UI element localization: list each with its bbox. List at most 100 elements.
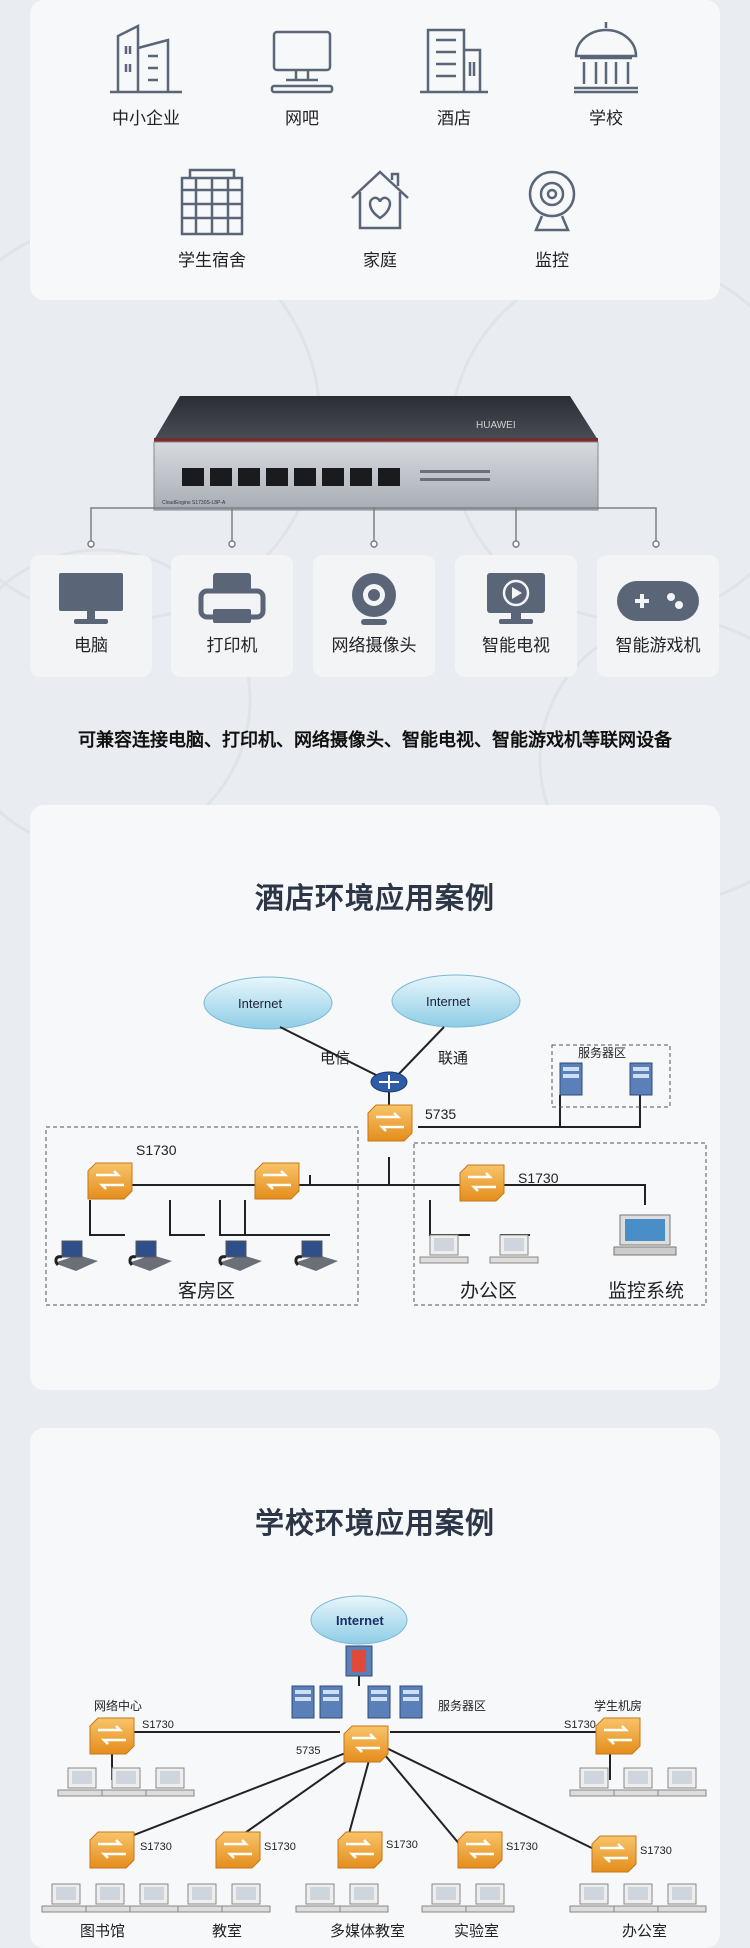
branch-classroom: S1730 教室 xyxy=(177,1830,296,1940)
switch-product-image: HUAWEI CloudEngine S1730S-L8P-A xyxy=(153,396,599,511)
branch-label: 多媒体教室 xyxy=(330,1923,405,1940)
branch-office: S1730 办公室 xyxy=(569,1834,707,1940)
access-switch-icon xyxy=(88,1830,136,1870)
pc-icon xyxy=(221,1883,271,1913)
internet-cloud: Internet xyxy=(310,1595,408,1645)
internet-cloud-2: Internet xyxy=(391,974,521,1028)
pc-icon xyxy=(57,1767,107,1797)
branch-multimedia: S1730 多媒体教室 xyxy=(295,1830,418,1940)
school-network-diagram: Internet 服务器区 5735 网络中心 S1730 学生机房 S1730… xyxy=(41,1595,707,1940)
school-icon xyxy=(574,22,638,94)
scenario-netcafe: 网吧 xyxy=(242,18,362,129)
access-switch-label: S1730 xyxy=(564,1719,596,1731)
hotel-case-title: 酒店环境应用案例 xyxy=(254,883,495,915)
pc-icon xyxy=(145,1767,195,1797)
server-icon xyxy=(291,1685,315,1719)
access-switch-label: S1730 xyxy=(518,1170,559,1186)
hotel-phone-icon xyxy=(216,1239,264,1273)
device-label: 打印机 xyxy=(206,636,258,655)
device-computer: 电脑 xyxy=(30,555,152,677)
printer-icon xyxy=(198,573,266,623)
core-switch-label: 5735 xyxy=(296,1745,320,1757)
office-building-icon xyxy=(110,23,182,94)
server-area-label: 服务器区 xyxy=(438,1698,486,1713)
internet-cloud-1: Internet xyxy=(203,976,333,1030)
school-case-card: 学校环境应用案例 Internet 服务器区 5735 网络中心 S1730 xyxy=(30,1428,720,1948)
device-label: 智能游戏机 xyxy=(615,636,701,655)
pc-icon xyxy=(613,1767,663,1797)
cloud-label: Internet xyxy=(426,994,470,1009)
scenario-school: 学校 xyxy=(546,18,666,129)
pc-icon xyxy=(465,1883,515,1913)
access-switch-icon xyxy=(88,1716,136,1756)
scenario-label: 家庭 xyxy=(363,251,397,270)
access-switch-icon xyxy=(86,1161,134,1201)
server-icon xyxy=(559,1062,583,1096)
device-label: 电脑 xyxy=(74,636,108,655)
isp-label-1: 电信 xyxy=(320,1050,350,1067)
cloud-label: Internet xyxy=(336,1613,384,1628)
hotel-icon xyxy=(420,28,488,94)
device-webcam: 网络摄像头 xyxy=(313,555,435,677)
router-icon xyxy=(370,1071,408,1093)
pc-icon xyxy=(613,1883,663,1913)
hotel-phone-icon xyxy=(292,1239,340,1273)
access-switch-label: S1730 xyxy=(386,1839,418,1851)
scenario-card: 中小企业 网吧 酒店 学校 xyxy=(30,0,720,300)
branch-label: 教室 xyxy=(212,1923,242,1940)
access-switch-label: S1730 xyxy=(640,1845,672,1857)
scenario-home: 家庭 xyxy=(320,160,440,271)
access-switch-icon xyxy=(590,1834,638,1874)
hotel-case-card: 酒店环境应用案例 xyxy=(30,805,720,1390)
hotel-network-diagram: Internet Internet 电信 联通 服务器区 xyxy=(45,974,707,1306)
device-label: 智能电视 xyxy=(482,636,550,655)
cloud-label: Internet xyxy=(238,996,282,1011)
device-connector-lines xyxy=(87,507,660,548)
server-icon xyxy=(367,1685,391,1719)
scenario-label: 网吧 xyxy=(285,109,319,128)
office-area-label: 办公区 xyxy=(460,1280,517,1302)
compatibility-text: 可兼容连接电脑、打印机、网络摄像头、智能电视、智能游戏机等联网设备 xyxy=(78,730,672,750)
pc-icon xyxy=(85,1883,135,1913)
pc-icon xyxy=(101,1767,151,1797)
isp-label-2: 联通 xyxy=(438,1050,468,1067)
device-label: 网络摄像头 xyxy=(331,636,417,655)
access-switch-label: S1730 xyxy=(506,1841,538,1853)
pc-icon xyxy=(657,1883,707,1913)
device-smart-tv: 智能电视 xyxy=(455,555,577,677)
scenario-hotel: 酒店 xyxy=(394,18,514,129)
access-switch-icon xyxy=(336,1830,384,1870)
branch-label: 实验室 xyxy=(454,1923,499,1940)
access-switch-icon xyxy=(214,1830,262,1870)
access-switch-icon xyxy=(456,1830,504,1870)
school-case-title: 学校环境应用案例 xyxy=(254,1508,495,1540)
pc-icon xyxy=(569,1883,619,1913)
product-brand-text: HUAWEI xyxy=(476,420,516,431)
branch-library: S1730 图书馆 xyxy=(41,1830,179,1940)
server-icon xyxy=(319,1685,343,1719)
branch-lab: S1730 实验室 xyxy=(421,1830,538,1940)
core-switch-icon xyxy=(342,1724,390,1764)
access-switch-icon xyxy=(594,1716,642,1756)
access-switch-label: S1730 xyxy=(140,1841,172,1853)
scenario-surveillance: 监控 xyxy=(492,160,612,271)
office-pc-icon xyxy=(419,1234,469,1264)
firewall-icon xyxy=(345,1645,373,1677)
pc-icon xyxy=(177,1883,227,1913)
access-switch-label: S1730 xyxy=(264,1841,296,1853)
pc-icon xyxy=(421,1883,471,1913)
student-lab-label: 学生机房 xyxy=(594,1698,642,1713)
webcam-icon xyxy=(352,573,396,625)
pc-icon xyxy=(129,1883,179,1913)
network-center-label: 网络中心 xyxy=(94,1698,142,1713)
monitor-icon xyxy=(59,573,123,624)
office-pc-icon xyxy=(489,1234,539,1264)
server-icon xyxy=(629,1062,653,1096)
pc-icon xyxy=(657,1767,707,1797)
scenario-label: 中小企业 xyxy=(112,109,180,128)
access-switch-label: S1730 xyxy=(136,1142,177,1158)
scenario-dorm: 学生宿舍 xyxy=(152,160,272,271)
branch-label: 办公室 xyxy=(622,1923,667,1940)
core-switch-label: 5735 xyxy=(425,1106,456,1122)
hotel-phone-icon xyxy=(52,1239,100,1273)
